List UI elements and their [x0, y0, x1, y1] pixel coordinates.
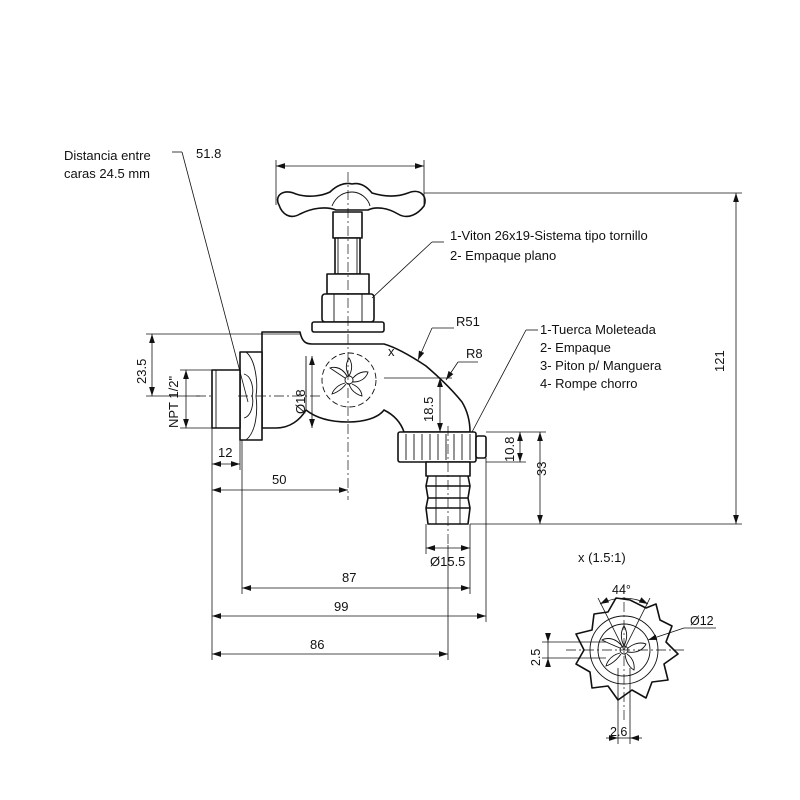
dim-radius-large: R51: [456, 314, 480, 329]
dim-inlet-to-axis: 50: [272, 472, 286, 487]
detail-view: [542, 584, 716, 744]
body-emblem: [321, 352, 377, 408]
dim-nut-height: 10.8: [502, 437, 517, 462]
dim-detail-width: 2.6: [610, 725, 627, 739]
dim-body-diameter: Ø18: [293, 389, 308, 414]
dim-length-99: 99: [334, 599, 348, 614]
nozzle-item-2: 2- Empaque: [540, 340, 611, 355]
dim-thread-spec: NPT 1/2": [166, 376, 181, 428]
dim-nozzle-diameter: Ø15.5: [430, 554, 465, 569]
dim-detail-height: 2.5: [529, 649, 543, 666]
nozzle-item-4: 4- Rompe chorro: [540, 376, 638, 391]
cross-handle: [276, 182, 426, 218]
nozzle-item-3: 3- Piton p/ Manguera: [540, 358, 662, 373]
dim-outlet-drop: 18.5: [421, 397, 436, 422]
detail-outline: [575, 597, 679, 701]
dim-length-86: 86: [310, 637, 324, 652]
nozzle-item-1: 1-Tuerca Moleteada: [540, 322, 657, 337]
dim-top-width: 51.8: [196, 146, 221, 161]
dim-thread-length: 12: [218, 445, 232, 460]
valve-stem: [332, 211, 363, 239]
dim-radius-small: R8: [466, 346, 483, 361]
detail-title: x (1.5:1): [578, 550, 626, 565]
flats-note-line2: caras 24.5 mm: [64, 166, 150, 181]
knurled-nut: [397, 431, 477, 463]
section-mark: x: [388, 344, 395, 359]
annotations: Distancia entre caras 24.5 mm 1-Viton 26…: [64, 146, 727, 739]
valve-item-2: 2- Empaque plano: [450, 248, 556, 263]
dim-thread-height: 23.5: [134, 359, 149, 384]
dim-total-height: 121: [712, 350, 727, 372]
dim-detail-diameter: Ø12: [690, 614, 714, 628]
inlet-thread: [211, 369, 241, 429]
leader-lines: [172, 151, 538, 433]
flats-note-line1: Distancia entre: [64, 148, 151, 163]
dim-outlet-height: 33: [534, 462, 549, 476]
valve-item-1: 1-Viton 26x19-Sistema tipo tornillo: [450, 228, 648, 243]
dim-detail-angle: 44°: [612, 583, 631, 597]
faucet-side-view: [211, 182, 487, 525]
faucet-body: [261, 331, 471, 433]
dimension-lines: [146, 160, 742, 660]
dim-length-87: 87: [342, 570, 356, 585]
